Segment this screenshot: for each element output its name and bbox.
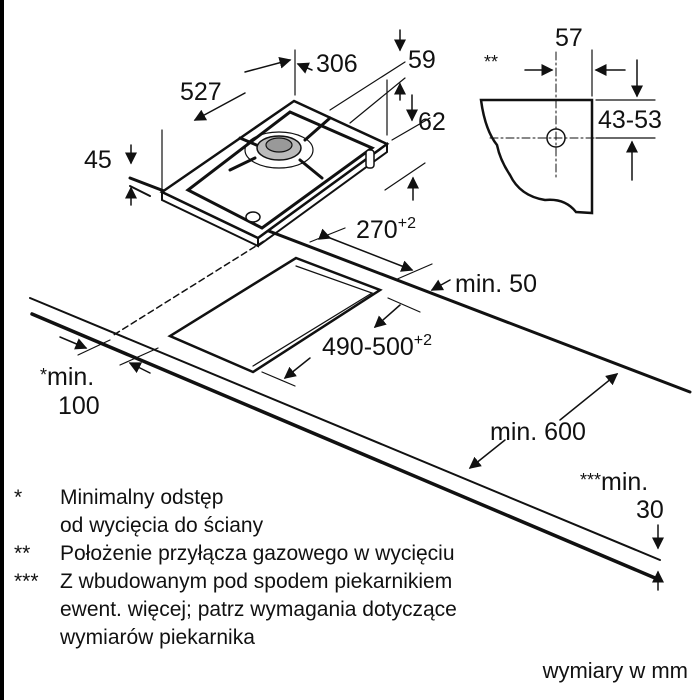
- oven-clearance-label: ***min.: [580, 468, 648, 496]
- legend-mark: **: [14, 542, 31, 565]
- legend-item: ** Położenie przyłącza gazowego w wycięc…: [14, 540, 457, 568]
- cutout: [167, 256, 383, 374]
- wall-clearance-value: 100: [58, 392, 100, 420]
- page-border: [0, 0, 4, 700]
- legend-mark: *: [14, 486, 23, 509]
- gas-connection-detail: [479, 49, 656, 215]
- counter-depth-label: min. 600: [490, 418, 586, 446]
- hob-height-label: 45: [84, 146, 112, 174]
- connection-detail-marker: **: [484, 52, 498, 72]
- cutout-depth-label: 490-500+2: [322, 332, 432, 361]
- rear-clearance-label: min. 50: [455, 270, 537, 298]
- connection-height-label: 43-53: [598, 106, 662, 134]
- connection-offset-label: 57: [555, 24, 583, 52]
- oven-clearance-value: 30: [636, 496, 664, 524]
- wall-reference-line: [111, 235, 273, 337]
- units-note: wymiary w mm: [542, 658, 688, 683]
- legend-mark: ***: [14, 570, 39, 593]
- gas-offset-label: 59: [408, 46, 436, 74]
- hob-depth-label: 527: [180, 78, 222, 106]
- counter-front-edge-top: [29, 297, 661, 561]
- legend-item: *** Z wbudowanym pod spodem piekarnikiem…: [14, 568, 457, 652]
- gas-hob-drawing: [129, 99, 390, 248]
- leg-height-label: 62: [418, 108, 446, 136]
- hob-width-label: 306: [316, 50, 358, 78]
- wall-clearance-label: *min.: [40, 363, 94, 391]
- cutout-width-label: 270+2: [356, 215, 416, 244]
